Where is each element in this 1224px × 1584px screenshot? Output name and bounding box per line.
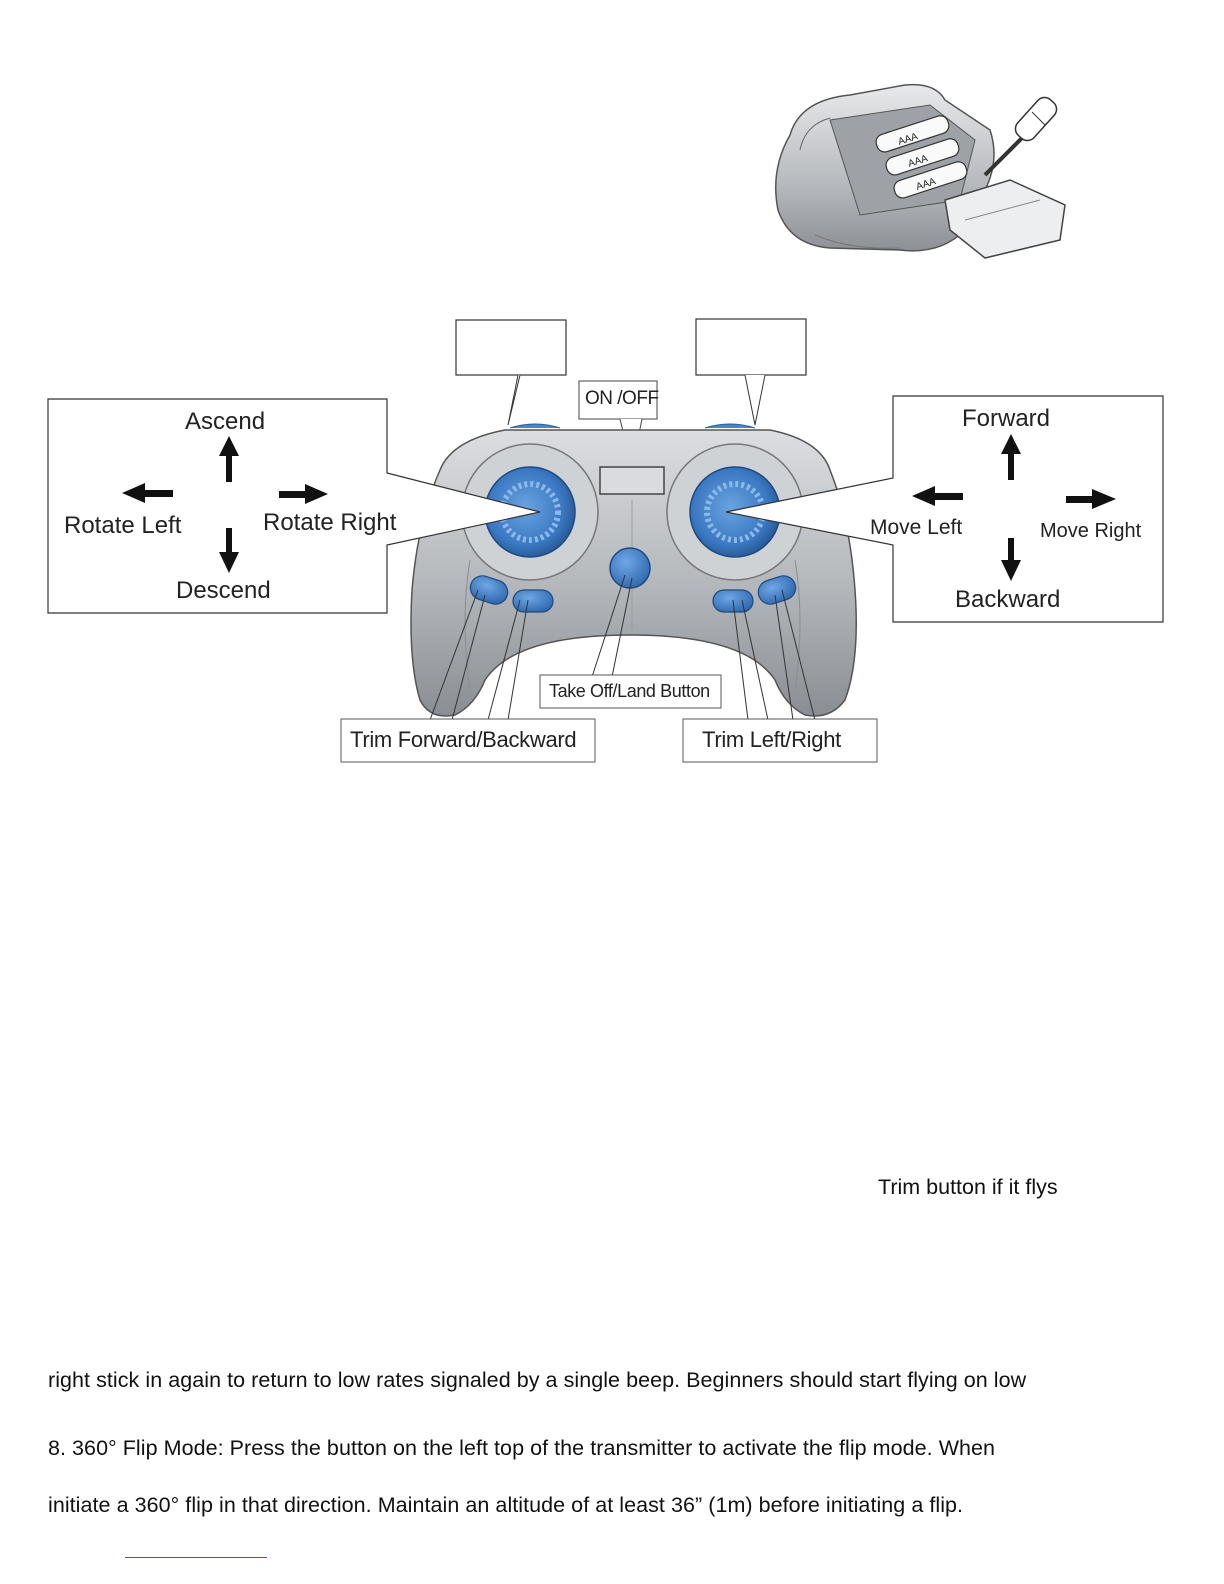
battery-label: AAA xyxy=(914,176,938,193)
move-right-label: Move Right xyxy=(1040,520,1142,542)
on-off-label: ON /OFF xyxy=(585,388,659,409)
screwdriver-icon xyxy=(983,96,1058,177)
forward-label: Forward xyxy=(962,405,1051,432)
left-stick-info-box xyxy=(47,398,541,614)
trim-left-right-buttons xyxy=(712,575,797,613)
battery-cover xyxy=(944,179,1066,259)
paragraph-line: right stick in again to return to low ra… xyxy=(48,1368,1027,1392)
trim-forward-backward-label: Trim Forward/Backward xyxy=(350,727,577,752)
move-left-label: Move Left xyxy=(870,516,963,539)
trim-fragment-text: Trim button if it flys xyxy=(878,1175,1058,1199)
arrow-left-icon xyxy=(122,483,173,503)
right-top-button-callout xyxy=(695,318,807,376)
trim-forward-backward-buttons xyxy=(469,575,554,613)
hyperlink-underline[interactable] xyxy=(125,1557,267,1558)
battery-label: AAA xyxy=(906,153,930,170)
rotate-left-label: Rotate Left xyxy=(64,512,182,539)
controller-body xyxy=(410,423,857,717)
battery-controller-back xyxy=(775,83,995,252)
arrow-left-icon xyxy=(912,486,963,506)
left-joystick xyxy=(461,443,599,581)
backward-label: Backward xyxy=(955,586,1061,613)
paragraph-line: initiate a 360° flip in that direction. … xyxy=(48,1493,964,1517)
lcd-screen xyxy=(599,466,665,495)
arrow-up-icon xyxy=(1001,434,1021,480)
arrow-up-icon xyxy=(219,436,239,482)
rotate-right-label: Rotate Right xyxy=(263,509,397,536)
takeoff-land-button xyxy=(609,547,651,589)
ascend-label: Ascend xyxy=(185,408,266,435)
battery-label: AAA xyxy=(896,131,920,148)
paragraph-line: 8. 360° Flip Mode: Press the button on t… xyxy=(48,1436,996,1460)
arrow-right-icon xyxy=(279,484,328,504)
arrow-down-icon xyxy=(219,528,239,573)
right-joystick xyxy=(666,443,804,581)
right-stick-info-box xyxy=(725,395,1164,623)
takeoff-land-label: Take Off/Land Button xyxy=(549,681,710,701)
trim-left-right-label: Trim Left/Right xyxy=(702,727,841,752)
descend-label: Descend xyxy=(176,577,271,604)
arrow-down-icon xyxy=(1001,538,1021,581)
left-top-button-callout xyxy=(455,319,567,376)
arrow-right-icon xyxy=(1066,489,1116,509)
